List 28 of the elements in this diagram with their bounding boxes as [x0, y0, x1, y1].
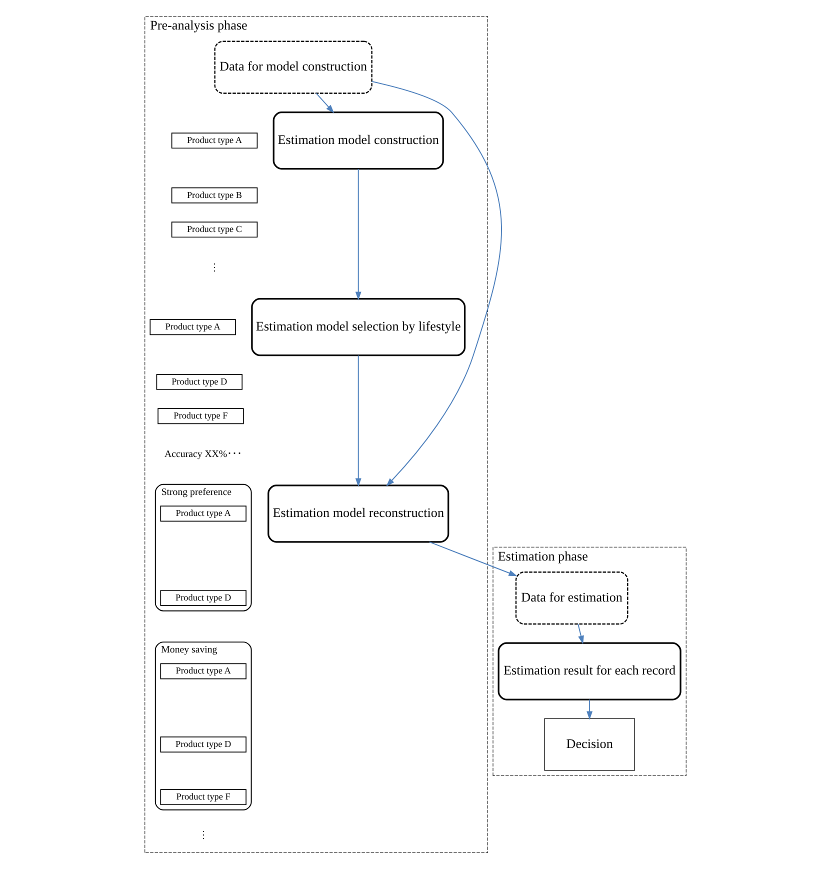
node-box: Estimation model construction	[272, 112, 444, 170]
arrow	[371, 81, 502, 486]
node-box: Data for model construction	[214, 40, 372, 94]
label: ⋮	[198, 830, 208, 841]
node-box: Product type D	[156, 374, 242, 390]
node-box: Product type A	[149, 319, 236, 336]
node-box: Product type A	[160, 663, 246, 680]
arrow	[577, 624, 584, 644]
node-box: Product type B	[170, 187, 258, 204]
label: ⋮	[209, 262, 220, 274]
node-box: Estimation model reconstruction	[267, 484, 449, 543]
node-box: Product type F	[160, 789, 246, 806]
node-box: Product type A	[160, 506, 246, 522]
label: Accuracy XX%･･･	[164, 448, 242, 460]
node-box: Product type A	[170, 132, 258, 149]
node-box: Estimation result for each record	[497, 642, 681, 700]
arrow	[315, 92, 334, 114]
arrow	[586, 699, 592, 720]
arrow	[354, 355, 361, 487]
node-box: Decision	[544, 718, 634, 771]
arrow	[354, 168, 361, 300]
node-box: Product type F	[157, 408, 244, 424]
node-box: Product type D	[160, 736, 246, 752]
node-box: Estimation model selection by lifestyle	[250, 298, 466, 356]
node-box: Product type C	[170, 222, 258, 238]
node-box: Product type D	[160, 590, 246, 606]
arrow	[428, 541, 517, 576]
node-box: Data for estimation	[514, 572, 628, 625]
